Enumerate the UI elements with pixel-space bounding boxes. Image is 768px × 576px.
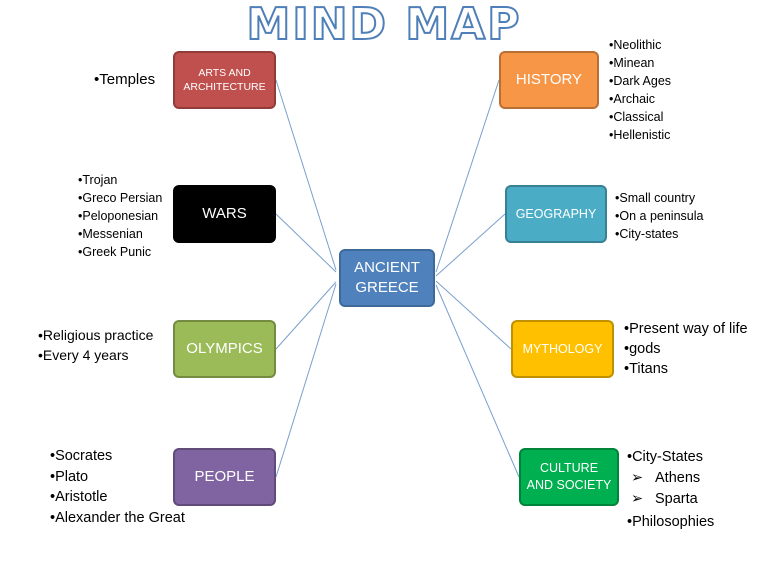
node-olympics: OLYMPICS [173,320,276,378]
link-mythology [435,280,512,350]
culture-label-line1: CULTURE [539,461,599,476]
culture-label-line2: AND SOCIETY [526,478,612,492]
node-arts-architecture: ARTS AND ARCHITECTURE [173,51,276,109]
center-label-line1: ANCIENT [354,258,420,276]
list-item: •Trojan [78,173,118,187]
list-item: •Socrates [50,448,113,464]
list-item: •Temples [94,71,156,88]
link-culture [435,284,520,478]
list-item: •Alexander the Great [50,509,185,526]
list-item: •Titans [624,361,669,377]
sub-item: Athens [655,470,701,486]
people-label: PEOPLE [194,467,255,485]
arrow-bullet-icon: ➢ [631,470,644,486]
node-mythology: MYTHOLOGY [511,320,614,378]
olympics-list: •Religious practice •Every 4 years [38,325,153,365]
list-item: •Every 4 years [38,347,129,363]
mythology-label: MYTHOLOGY [522,341,603,356]
history-list: •Neolithic •Minean •Dark Ages •Archaic •… [609,36,671,144]
node-culture-society: CULTURE AND SOCIETY [519,448,619,506]
mythology-list: •Present way of life •gods •Titans [624,319,748,379]
node-history: HISTORY [499,51,599,109]
list-item: •Messenian [78,227,143,241]
list-item: •Present way of life [624,321,748,337]
node-people: PEOPLE [173,448,276,506]
list-item: •City-states [615,227,679,241]
link-olympics [275,281,337,350]
link-geography [435,213,506,277]
arts-label-line1: ARTS AND [198,66,251,79]
list-item: •Peloponesian [78,209,159,223]
arts-list: •Temples [94,70,155,90]
list-item: •gods [624,341,661,357]
arrow-bullet-icon: ➢ [631,491,644,507]
center-node-ancient-greece: ANCIENT GREECE [339,249,435,307]
list-item: •Plato [50,468,89,485]
list-item: •Neolithic [609,38,662,52]
sub-item: Sparta [655,491,698,507]
link-history [435,79,500,273]
list-item: •City-States [627,449,703,465]
page-title: MIND MAP [246,0,522,51]
list-item: •Dark Ages [609,74,672,88]
list-item: •Small country [615,191,696,205]
list-item: •Archaic [609,92,656,106]
list-item: •Classical [609,110,664,124]
center-label-line2: GREECE [355,279,419,296]
list-item: ➢ Sparta [627,489,714,510]
arts-label-line2: ARCHITECTURE [183,81,266,93]
link-arts [275,79,337,271]
history-label: HISTORY [515,70,583,88]
list-item: •On a peninsula [615,209,704,223]
people-list: •Socrates •Plato •Aristotle •Alexander t… [50,446,185,528]
wars-list: •Trojan •Greco Persian •Peloponesian •Me… [78,171,162,261]
wars-label: WARS [202,204,247,222]
link-wars [275,213,337,273]
geography-label: GEOGRAPHY [515,206,597,221]
list-item: •Aristotle [50,489,108,505]
olympics-label: OLYMPICS [186,339,263,357]
link-people [275,283,337,478]
list-item: •Minean [609,56,655,70]
list-item: •Philosophies [627,514,715,530]
list-item: •Hellenistic [609,128,671,142]
list-item: •Religious practice [38,327,154,343]
list-item: ➢ Athens [627,468,714,489]
list-item: •Greco Persian [78,191,163,205]
node-geography: GEOGRAPHY [505,185,607,243]
culture-list: •City-States ➢ Athens ➢ Sparta •Philosophi… [627,447,714,533]
geography-list: •Small country •On a peninsula •City-sta… [615,189,703,243]
list-item: •Greek Punic [78,245,152,259]
node-wars: WARS [173,185,276,243]
